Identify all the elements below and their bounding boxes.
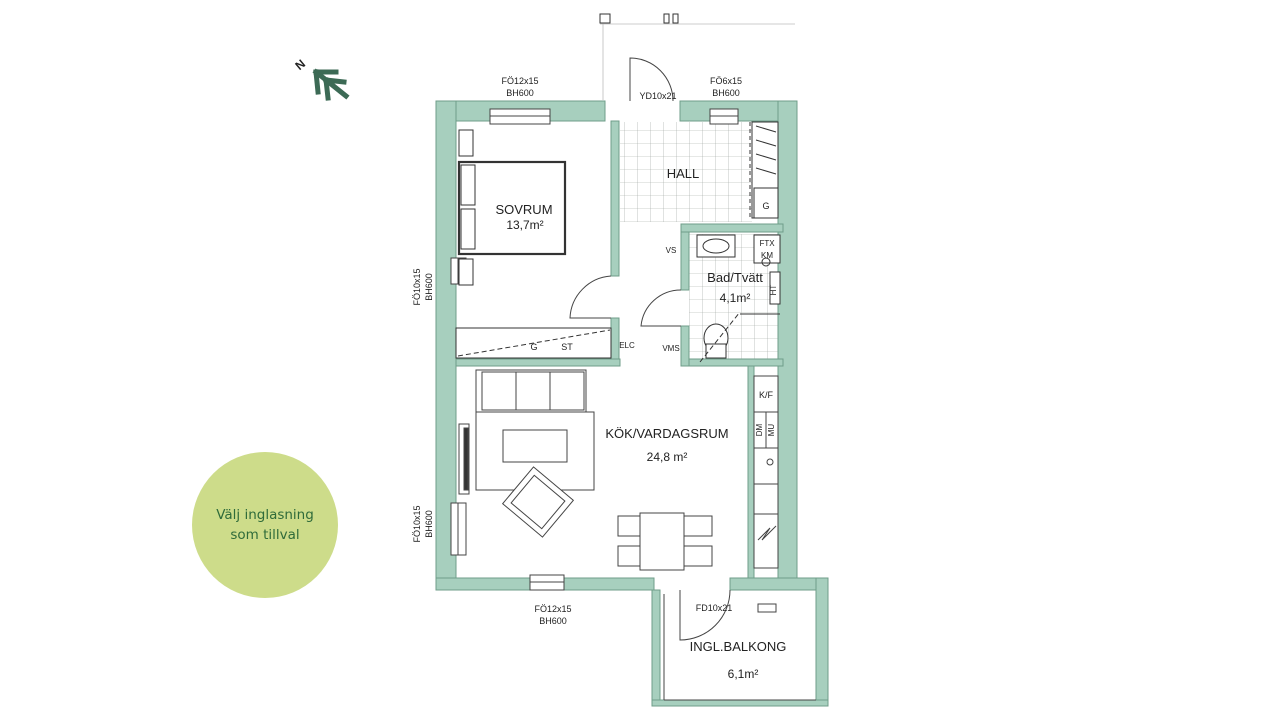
hall-name: HALL: [667, 166, 700, 181]
window-left-upper-height: BH600: [424, 273, 434, 301]
bedroom-furniture: [455, 129, 612, 359]
hall-g-label: G: [762, 201, 769, 211]
kok-area: 24,8 m²: [647, 450, 688, 464]
opening-labels: FÖ12x15 BH600 FÖ6x15 BH600 YD10x21 FÖ10x…: [412, 76, 742, 626]
dm-label: DM: [755, 423, 764, 436]
sovrum-area: 13,7m²: [506, 218, 543, 232]
closet-st-label: ST: [561, 342, 573, 352]
badge-line-1: Välj inglasning: [216, 507, 314, 523]
bad-name: Bad/Tvätt: [707, 270, 763, 285]
ftx-label: FTX: [759, 239, 775, 248]
sovrum-name: SOVRUM: [495, 202, 552, 217]
kok-name: KÖK/VARDAGSRUM: [605, 426, 728, 441]
exterior-markers: [599, 13, 795, 100]
ht-label: HT: [769, 285, 778, 296]
badge-line-2: som tillval: [230, 527, 300, 543]
window-left-upper-type: FÖ10x15: [412, 268, 422, 305]
elc-label: ELC: [619, 341, 635, 350]
balcony-door-label: FD10x21: [696, 603, 733, 613]
window-bottom-type: FÖ12x15: [534, 604, 571, 614]
north-arrow: N: [292, 57, 350, 101]
window-bottom-height: BH600: [539, 616, 567, 626]
window-top-left-type: FÖ12x15: [501, 76, 538, 86]
room-labels: SOVRUM 13,7m² HALL Bad/Tvätt 4,1m² KÖK/V…: [495, 166, 786, 681]
window-left-lower-type: FÖ10x15: [412, 505, 422, 542]
vms-label: VMS: [662, 344, 679, 353]
balkong-name: INGL.BALKONG: [690, 639, 787, 654]
windows: [450, 108, 739, 591]
window-top-right-type: FÖ6x15: [710, 76, 742, 86]
hall-tiles: [620, 122, 752, 222]
kitchen-counter: [753, 375, 779, 569]
closet-g-label: G: [530, 342, 537, 352]
window-top-right-height: BH600: [712, 88, 740, 98]
glazing-option-badge: Välj inglasning som tillval: [192, 452, 338, 598]
km-label: KM: [761, 251, 773, 260]
window-top-left-height: BH600: [506, 88, 534, 98]
doors: [569, 57, 731, 641]
vs-label: VS: [666, 246, 677, 255]
mu-label: MU: [767, 424, 776, 437]
bad-area: 4,1m²: [720, 291, 751, 305]
compass-letter: N: [292, 57, 308, 73]
balkong-area: 6,1m²: [728, 667, 759, 681]
living-furniture: [458, 369, 713, 571]
window-left-lower-height: BH600: [424, 510, 434, 538]
hall-wardrobe: [749, 121, 779, 219]
kf-label: K/F: [759, 390, 774, 400]
entry-door-label: YD10x21: [639, 91, 676, 101]
balcony-details: [663, 594, 816, 701]
bath-fixtures: [696, 234, 781, 363]
fixture-labels: G G ST ELC VMS VS FTX KM HT K/F DM MU: [530, 201, 778, 436]
